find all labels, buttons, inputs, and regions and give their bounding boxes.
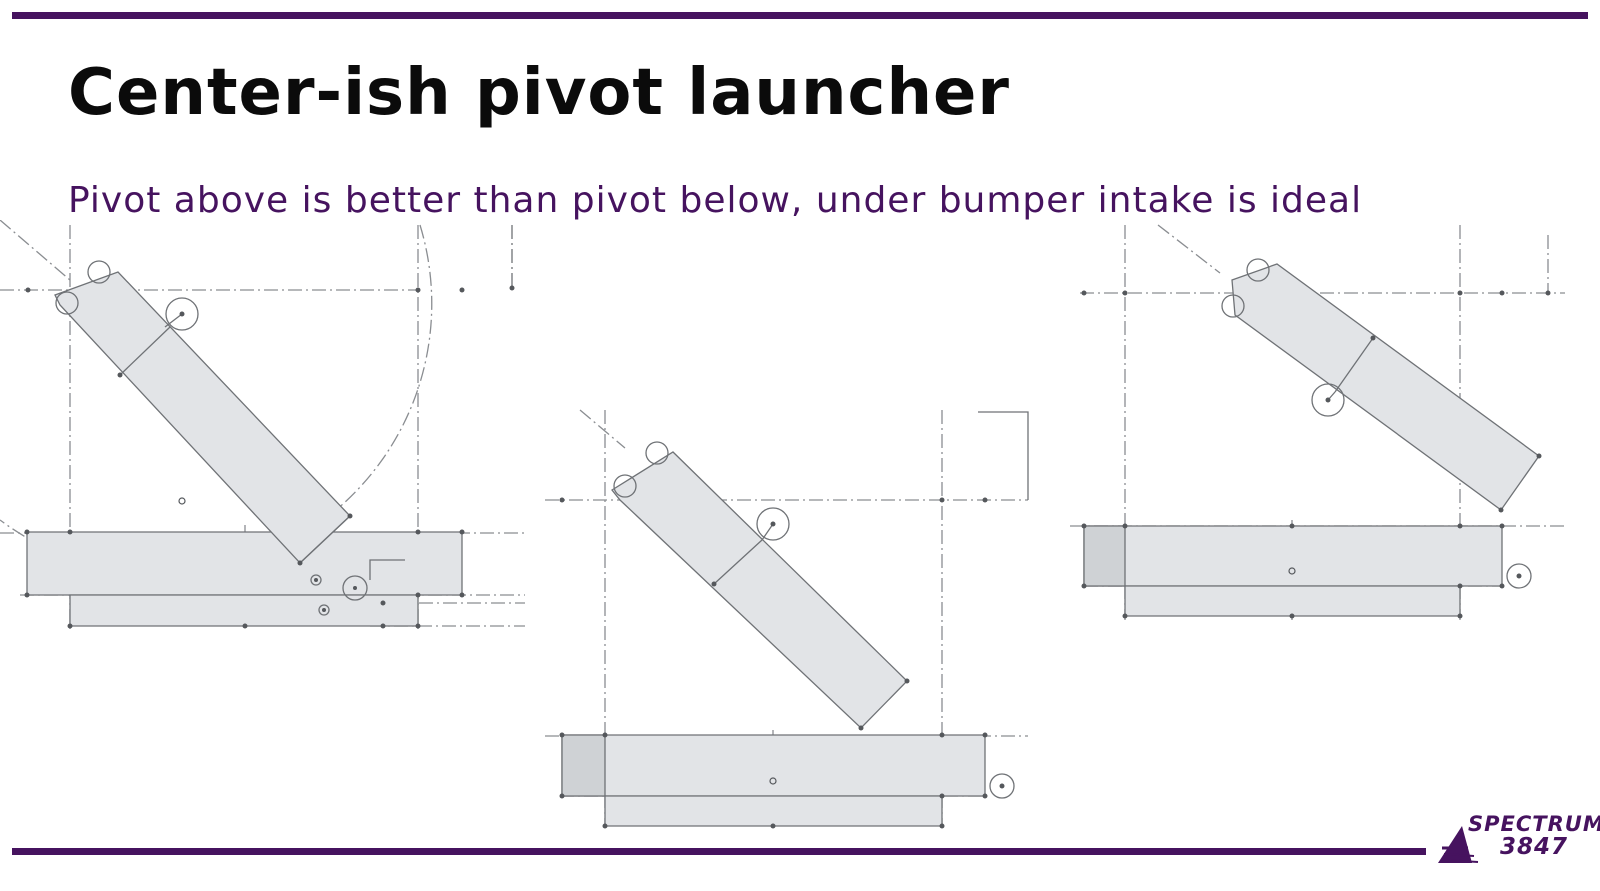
roller-circle — [1221, 294, 1245, 318]
slide-subtitle: Pivot above is better than pivot below, … — [68, 180, 1363, 221]
team-logo: SPECTRUM 3847 — [1438, 812, 1600, 872]
top-rule — [12, 12, 1588, 19]
logo-number: 3847 — [1500, 834, 1569, 860]
frame-corner — [978, 411, 1029, 500]
frame-lower — [69, 594, 419, 627]
construction-line — [579, 409, 626, 449]
construction-line — [0, 220, 71, 281]
bolt-circle — [310, 574, 322, 586]
pivot-circle — [165, 297, 199, 331]
pivot-link — [761, 523, 774, 541]
pivot-link — [164, 313, 183, 328]
wheel-circle — [342, 575, 368, 601]
frame-lower — [604, 795, 943, 827]
frame-lower — [1124, 585, 1461, 617]
arm-end — [299, 515, 351, 564]
wheel-circle — [1506, 563, 1532, 589]
pivot-circle — [1311, 383, 1345, 417]
launcher-arm — [54, 271, 351, 564]
bottom-rule — [12, 848, 1426, 855]
frame-rect — [26, 531, 463, 596]
roller-circle — [645, 441, 669, 465]
center-pivot-diagram — [545, 409, 1029, 829]
arm-divider — [713, 539, 763, 585]
bumper-block — [1083, 525, 1126, 587]
roller-circle — [1246, 258, 1270, 282]
launcher-arm — [1231, 263, 1540, 511]
logo-mark-icon — [1438, 826, 1479, 863]
frame-rect — [561, 734, 986, 797]
construction-line — [1157, 224, 1221, 274]
pivot-circle — [756, 507, 790, 541]
wheel-circle — [989, 773, 1015, 799]
bolt-circle — [318, 604, 330, 616]
frame-rect — [1083, 525, 1503, 587]
launcher-arm — [611, 451, 908, 729]
roller-circle — [613, 474, 637, 498]
arm-divider — [1334, 337, 1374, 393]
roller-circle — [87, 260, 111, 284]
under-bumper-diagram — [1070, 224, 1565, 620]
roller-circle — [55, 291, 79, 315]
pivot-above-diagram — [0, 220, 525, 630]
logo-word: SPECTRUM — [1468, 812, 1600, 836]
slide-title: Center-ish pivot launcher — [68, 56, 1010, 130]
arm-divider — [119, 326, 171, 376]
bumper-block — [561, 734, 606, 797]
bracket — [369, 559, 405, 580]
